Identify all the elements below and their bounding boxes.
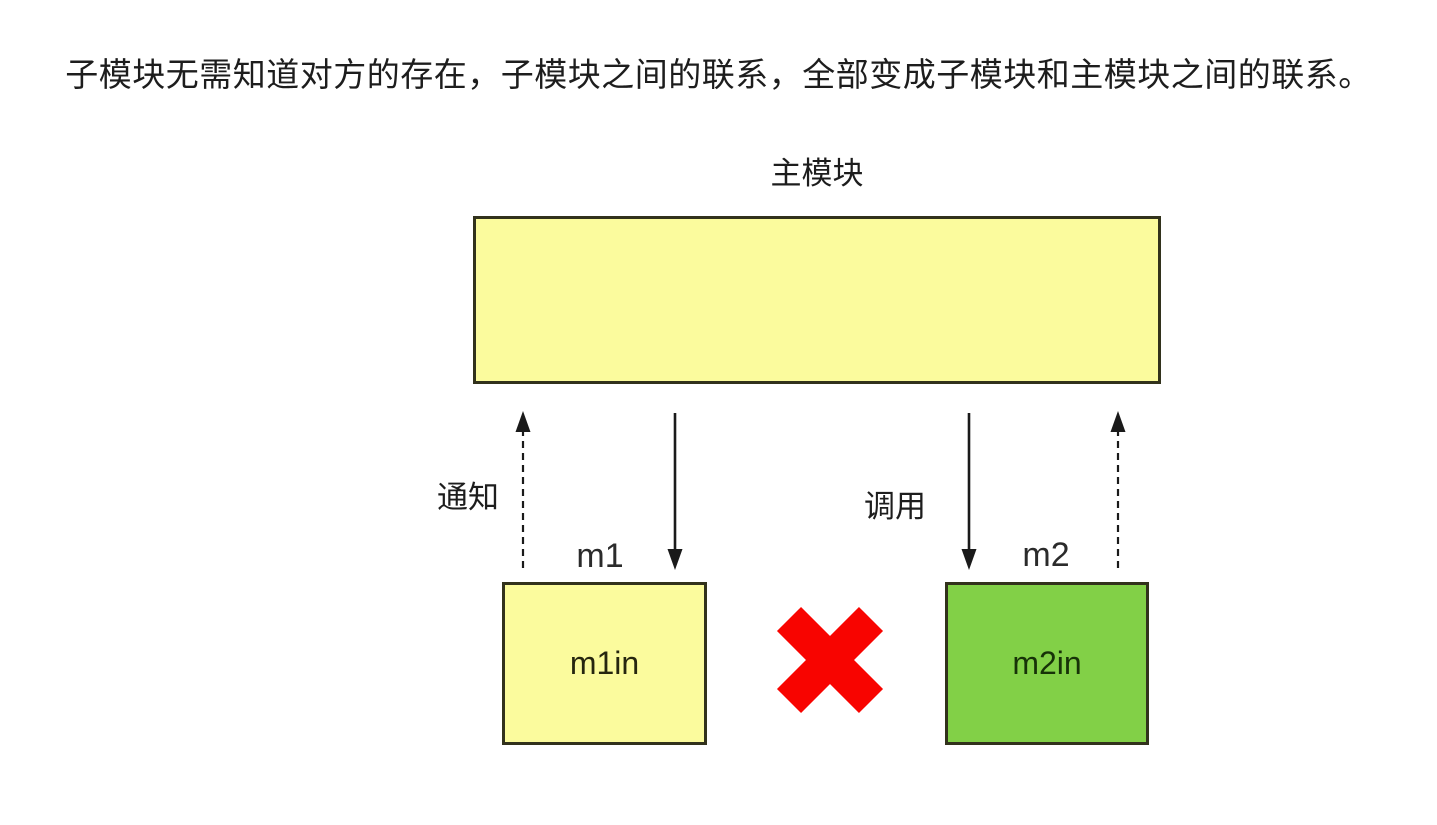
call-down-solid-arrow-right-icon (961, 413, 977, 570)
m2in-label: m2in (1012, 645, 1082, 681)
m1-module-name-label: m1 (576, 537, 624, 575)
call-label: 调用 (864, 489, 926, 524)
call-down-solid-arrow-left-icon (667, 413, 683, 570)
m1in-label: m1in (569, 645, 640, 681)
notify-up-dashed-arrow-icon (515, 411, 531, 568)
m1-submodule-box: m1in (502, 582, 707, 745)
notify-up-dashed-arrow-right-icon (1110, 411, 1126, 568)
no-connection-cross-icon (776, 606, 884, 714)
main-module-label: 主模块 (770, 156, 864, 191)
m2-module-name-label: m2 (1022, 536, 1070, 574)
m2-submodule-box: m2in (945, 582, 1149, 745)
notify-label: 通知 (437, 480, 499, 515)
page-heading: 子模块无需知道对方的存在，子模块之间的联系，全部变成子模块和主模块之间的联系。 (65, 56, 1372, 93)
main-module-box (473, 216, 1161, 384)
